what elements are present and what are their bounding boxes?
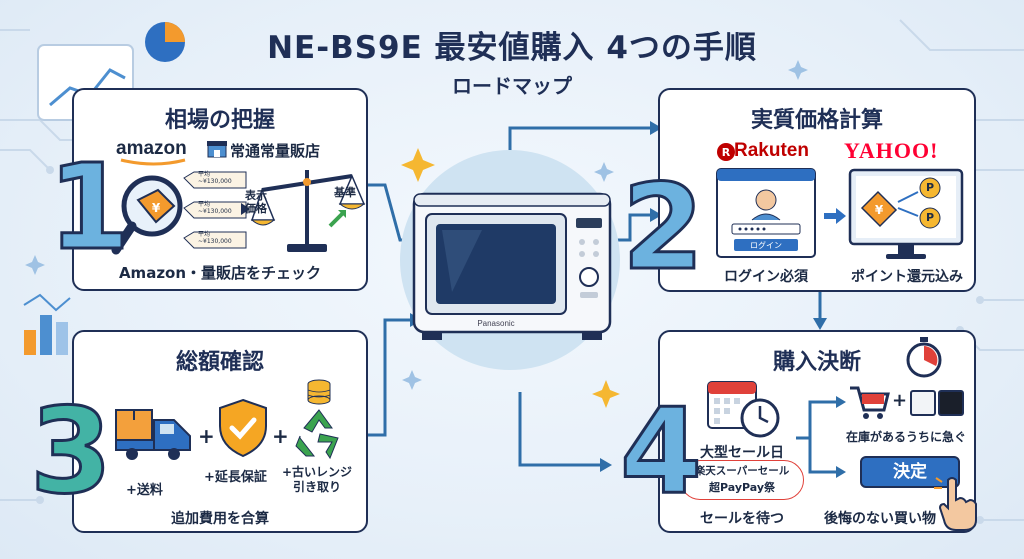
step4-card: 購入決断 大型セール日 楽天スーパーセール 超PayPay祭 セールを待つ + …	[658, 330, 977, 533]
sale-badge	[680, 460, 804, 500]
scale-left-label: 表示 価格	[245, 189, 267, 215]
sale-title: 大型セール日	[700, 445, 784, 461]
black-product-swatch	[938, 390, 964, 416]
step4-title: 購入決断	[772, 350, 861, 375]
amazon-logo: amazon	[116, 138, 187, 159]
tag3-label: 平均~¥130,000	[198, 231, 232, 245]
tag2-label: 平均~¥130,000	[198, 201, 232, 215]
calendar-clock-icon	[707, 381, 780, 438]
magnifier-icon: ¥	[111, 175, 183, 255]
shipping-label: +送料	[126, 483, 163, 498]
coin-p-label-1: P	[925, 181, 935, 194]
step3-footer: 追加費用を合算	[171, 511, 269, 527]
bar-chart-decor-icon	[23, 293, 71, 355]
plus-sign-2: +	[272, 424, 289, 448]
login-required-label: ログイン必須	[724, 269, 808, 285]
tag1-label: 平均~¥130,000	[198, 171, 232, 185]
microwave-brand: Panasonic	[477, 319, 514, 328]
rakuten-logo: Rakuten	[734, 140, 809, 161]
recycle-label: +古いレンジ 引き取り	[282, 465, 353, 494]
coin-stack-icon	[307, 379, 331, 405]
scale-right-label: 基準	[334, 186, 356, 199]
warranty-shield-icon	[219, 398, 267, 458]
page-subtitle: ロードマップ	[452, 74, 572, 98]
shipping-truck-icon	[115, 409, 191, 460]
step3-card: 総額確認 + + +送料 +延長保証 +古いレンジ 引き取り 追加費用を合算	[72, 330, 368, 533]
white-product-swatch	[910, 390, 936, 416]
svg-text:¥: ¥	[875, 203, 884, 217]
arrow-right-icon	[824, 208, 846, 224]
rakuten-logo-icon: R	[717, 143, 735, 161]
step1-card: 相場の把握 amazon 常通常量販店 ¥ 平均~¥130,000 平均~¥13…	[72, 88, 368, 291]
decide-button[interactable]: 決定	[860, 456, 960, 488]
step1-number: 1	[46, 138, 131, 276]
yahoo-logo: YAHOO!	[844, 138, 939, 163]
page-title: NE-BS9E 最安値購入 4つの手順	[267, 30, 757, 66]
price-tags-icon	[183, 171, 247, 249]
login-button[interactable]: ログイン	[750, 241, 782, 250]
cart-icon	[850, 386, 890, 419]
step3-number: 3	[28, 382, 113, 520]
stock-label: 在庫があるうちに急ぐ	[845, 430, 966, 444]
plus-sign-1: +	[198, 424, 215, 448]
balance-scale-icon	[250, 170, 366, 252]
recycle-icon	[295, 409, 339, 460]
points-label: ポイント還元込み	[851, 269, 963, 285]
step3-title: 総額確認	[175, 350, 264, 375]
step4-number: 4	[618, 382, 703, 520]
microwave-icon: Panasonic	[412, 192, 612, 340]
wait-label: セールを待つ	[700, 511, 784, 527]
coin-p-label-2: P	[925, 211, 935, 224]
pointing-hand-icon	[934, 477, 977, 531]
no-regret-label: 後悔のない買い物	[824, 511, 936, 527]
login-window-icon	[716, 168, 816, 258]
svg-text:¥: ¥	[152, 201, 161, 215]
step2-title: 実質価格計算	[750, 108, 883, 133]
step2-card: 実質価格計算 R Rakuten YAHOO! ログイン ¥ P P ログイン必…	[658, 88, 976, 292]
step1-footer: Amazon・量販店をチェック	[118, 264, 322, 282]
points-monitor-icon: ¥	[848, 168, 964, 259]
step1-title: 相場の把握	[164, 108, 275, 133]
warranty-label: +延長保証	[204, 470, 267, 485]
store-icon	[207, 141, 227, 158]
chevron-right-icon	[241, 203, 250, 215]
step2-number: 2	[620, 158, 705, 296]
stopwatch-icon	[906, 337, 942, 378]
plus-sign-3: +	[892, 390, 908, 411]
branch-arrows-icon	[796, 396, 846, 478]
sale-line2: 超PayPay祭	[708, 481, 776, 494]
amazon-smile-icon	[120, 158, 186, 166]
svg-text:R: R	[722, 146, 731, 159]
sale-line1: 楽天スーパーセール	[694, 465, 790, 477]
store-label: 常通常量販店	[230, 142, 321, 160]
